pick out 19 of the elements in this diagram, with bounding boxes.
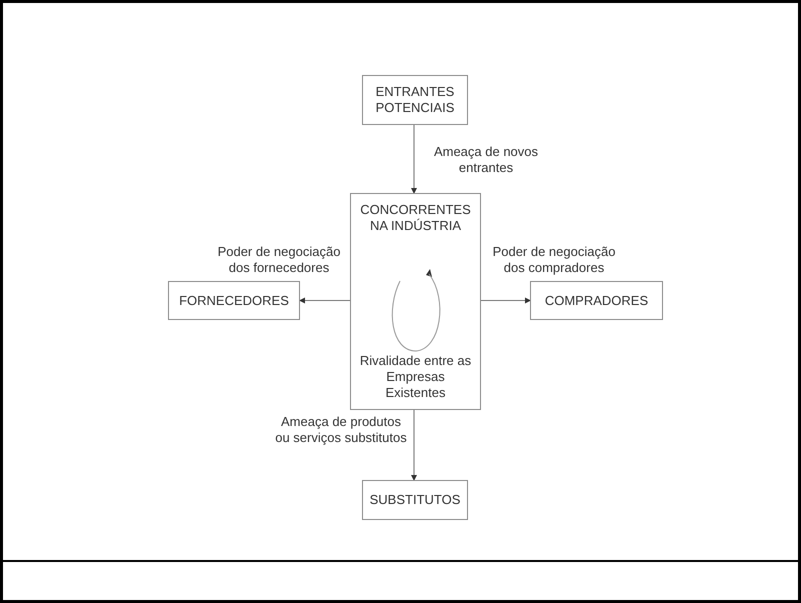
box-caption: Rivalidade entre as Empresas Existentes — [358, 353, 472, 401]
edge-label: Poder de negociação dos fornecedores — [216, 244, 342, 276]
box-title: FORNECEDORES — [179, 292, 289, 308]
arrow — [411, 410, 417, 481]
box-title: COMPRADORES — [544, 292, 648, 308]
force-box — [362, 480, 468, 520]
box-title: ENTRANTES POTENCIAIS — [374, 84, 456, 116]
force-box — [168, 281, 300, 320]
box-title: SUBSTITUTOS — [370, 492, 460, 508]
arrow — [299, 298, 350, 304]
box-heading: CONCORRENTES NA INDÚSTRIA — [359, 202, 472, 234]
arrow — [480, 298, 531, 304]
edge-label: Ameaça de produtos ou serviços substitutos — [274, 414, 408, 446]
arrow — [411, 124, 417, 194]
force-box — [362, 75, 468, 125]
edge-label: Poder de negociação dos compradores — [492, 244, 616, 276]
edge-label: Ameaça de novos entrantes — [432, 144, 540, 176]
force-box — [530, 281, 663, 320]
industry-box — [350, 193, 481, 410]
